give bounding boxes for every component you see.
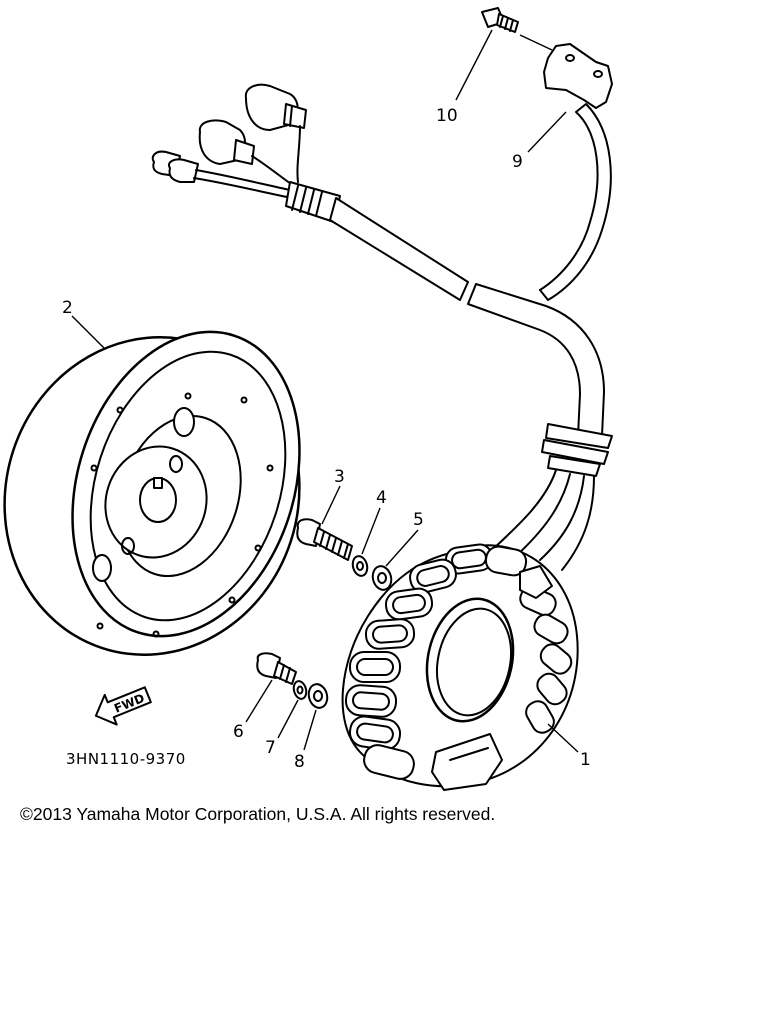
part-5-plain-washer	[371, 565, 393, 591]
part-10-bolt	[481, 7, 519, 33]
diagram-part-code: 3HN1110-9370	[66, 750, 186, 768]
callout-10: 10	[436, 106, 458, 126]
callout-4: 4	[376, 488, 387, 508]
callout-5: 5	[413, 510, 424, 530]
part-5-leader	[385, 529, 419, 567]
part-4-lock-washer	[351, 555, 369, 577]
wire-harness	[151, 83, 613, 571]
callout-3: 3	[334, 467, 345, 487]
part-3-leader	[321, 485, 341, 525]
part-2-leader	[71, 315, 105, 349]
callout-1: 1	[580, 750, 591, 770]
part-1-stator-assembly	[341, 543, 579, 791]
part-10-to-9-leader	[519, 34, 553, 51]
part-4-leader	[361, 507, 381, 555]
part-1-leader	[547, 723, 579, 753]
part-9-leader	[527, 111, 567, 153]
part-7-lock-washer	[292, 680, 308, 700]
part-8-plain-washer	[307, 683, 329, 709]
callout-9: 9	[512, 152, 523, 172]
part-9-bracket	[539, 43, 613, 301]
copyright-notice: ©2013 Yamaha Motor Corporation, U.S.A. A…	[20, 804, 496, 824]
callout-2: 2	[62, 298, 73, 318]
part-8-leader	[303, 709, 317, 751]
callout-8: 8	[294, 752, 305, 772]
callout-6: 6	[233, 722, 244, 742]
part-3-screw	[296, 518, 353, 561]
part-10-leader	[455, 29, 493, 101]
part-2-flywheel-rotor	[3, 330, 301, 656]
callout-7: 7	[265, 738, 276, 758]
part-6-leader	[245, 679, 273, 723]
part-7-leader	[277, 699, 299, 739]
exploded-parts-diagram: FWD 1 2 3 4 5 6 7 8 9 10 3HN1110-9370	[3, 7, 613, 791]
fwd-direction-arrow: FWD	[94, 686, 152, 726]
part-6-bolt	[256, 652, 297, 685]
